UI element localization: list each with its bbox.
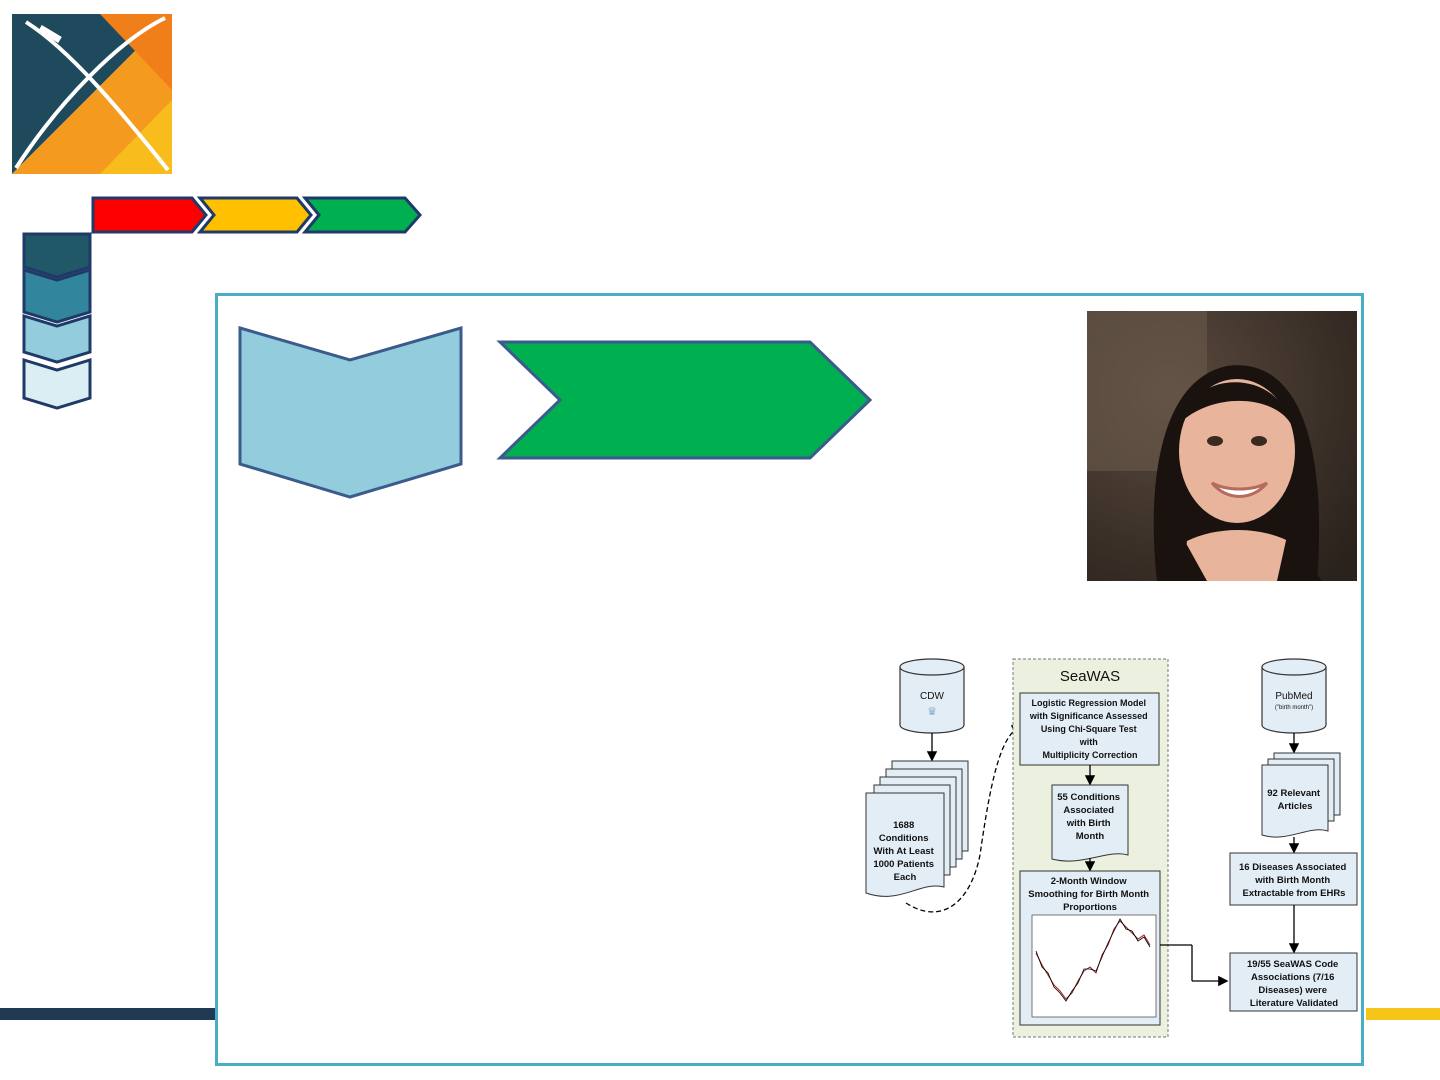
conditions-label: 1688 Conditions With At Least 1000 Patie… bbox=[873, 820, 936, 883]
stack-chevron-4 bbox=[22, 357, 92, 410]
pubmed-query: ("birth month") bbox=[1275, 705, 1313, 711]
seawas-title: SeaWAS bbox=[1060, 668, 1120, 685]
cdw-label: CDW bbox=[920, 691, 944, 702]
conditions-documents: 1688 Conditions With At Least 1000 Patie… bbox=[865, 760, 969, 897]
green-right-chevron bbox=[496, 340, 873, 460]
articles-label: 92 Relevant Articles bbox=[1267, 788, 1322, 812]
validated-box bbox=[1229, 952, 1358, 1012]
bottom-bar-yellow bbox=[1366, 1008, 1440, 1020]
diseases-label: 16 Diseases Associated with Birth Month … bbox=[1239, 862, 1349, 899]
portrait-photo bbox=[1087, 311, 1357, 581]
regression-label: Logistic Regression Model with Significa… bbox=[1029, 698, 1150, 760]
bottom-bar-dark bbox=[0, 1008, 216, 1020]
logo bbox=[12, 14, 172, 174]
blue-down-chevron bbox=[238, 326, 463, 499]
arrow-green bbox=[301, 196, 423, 234]
stack-chevron-2 bbox=[22, 267, 92, 324]
validated-label: 19/55 SeaWAS Code Associations (7/16 Dis… bbox=[1247, 959, 1341, 1009]
stack-chevron-1 bbox=[22, 232, 92, 279]
svg-text:♛: ♛ bbox=[927, 706, 937, 718]
mini-plot bbox=[1031, 914, 1157, 1018]
arrow-red bbox=[91, 196, 208, 234]
smoothing-label: 2-Month Window Smoothing for Birth Month… bbox=[1028, 876, 1151, 913]
stack-chevrons bbox=[22, 232, 92, 410]
pubmed-database: PubMed ("birth month") bbox=[1261, 658, 1327, 734]
seawas-flowchart: CDW ♛ 1688 Conditions With At Least 1000… bbox=[865, 658, 1358, 1038]
cdw-database: CDW ♛ bbox=[899, 658, 965, 734]
arrow-amber bbox=[196, 196, 313, 234]
progress-arrows bbox=[91, 196, 423, 234]
pubmed-label: PubMed bbox=[1275, 691, 1312, 702]
seawas-panel: SeaWAS Logistic Regression Model with Si… bbox=[1012, 658, 1169, 1038]
associated-label: 55 Conditions Associated with Birth Mont… bbox=[1057, 792, 1122, 842]
articles-documents: 92 Relevant Articles bbox=[1261, 752, 1341, 838]
stack-chevron-3 bbox=[22, 313, 92, 364]
